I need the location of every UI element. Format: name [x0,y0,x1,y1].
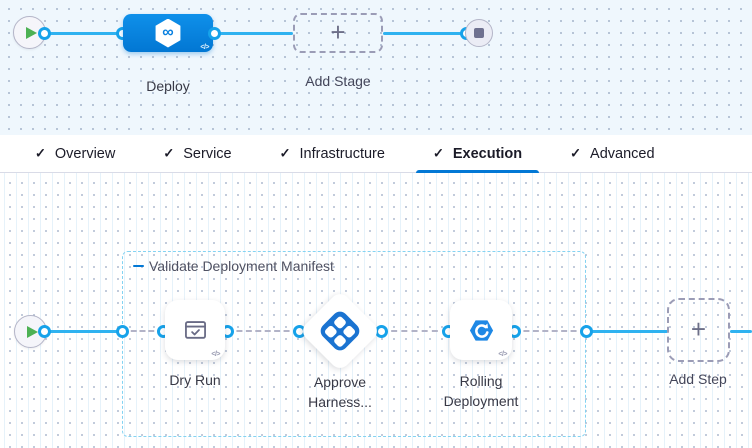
harness-cd-icon: ∞ [155,18,181,48]
plus-icon: + [690,314,707,344]
tab-advanced[interactable]: ✓ Advanced [570,135,654,172]
step-label: Dry Run [169,372,221,388]
check-icon: ✓ [432,145,444,160]
tab-infrastructure[interactable]: ✓ Infrastructure [280,135,385,172]
tab-label: Infrastructure [299,145,385,162]
check-icon: ✓ [570,145,582,160]
code-icon: </> [200,44,209,51]
check-icon: ✓ [279,145,291,160]
connector-port[interactable] [207,26,221,40]
tab-service[interactable]: ✓ Service [163,135,231,172]
stage-label: Deploy [146,78,190,94]
add-step-button[interactable]: + [667,298,730,362]
connector-line-dashed [381,330,448,332]
step-node-dry-run[interactable]: </> [165,300,225,360]
connector-port[interactable] [115,324,129,338]
connector-line [44,330,122,333]
add-step-label: Add Step [669,371,727,387]
tab-execution[interactable]: ✓ Execution [415,135,540,173]
stage-config-tabs: ✓ Overview ✓ Service ✓ Infrastructure ✓ … [0,135,752,173]
tab-label: Advanced [590,145,655,162]
infinity-glyph: ∞ [162,24,174,41]
check-icon: ✓ [163,145,175,160]
tab-overview[interactable]: ✓ Overview [35,135,115,172]
check-icon: ✓ [35,145,46,160]
step-node-rolling-deployment[interactable]: </> [450,300,512,360]
add-stage-button[interactable]: + [293,13,383,53]
code-icon: </> [498,351,507,358]
stage-canvas: ∞ </> + Deploy Add Stage [0,0,752,135]
tab-label: Service [183,145,232,162]
stage-node-deploy[interactable]: ∞ </> [123,14,213,52]
plus-icon: + [330,17,346,47]
step-label: Approve Harness... [308,374,372,410]
dry-run-icon [184,320,206,339]
collapse-icon [133,264,144,268]
connector-line [44,31,122,35]
rolling-deployment-icon [469,319,493,341]
step-group-header[interactable]: Validate Deployment Manifest [133,258,334,274]
step-group-title: Validate Deployment Manifest [149,258,334,274]
connector-port[interactable] [37,26,51,40]
connector-line [214,31,293,35]
approval-icon [317,308,363,354]
pipeline-end-node [465,19,493,47]
tab-label: Overview [54,145,116,162]
tab-label: Execution [452,145,523,162]
step-group-container [122,251,586,437]
add-stage-label: Add Stage [305,73,371,89]
connector-port[interactable] [37,324,51,338]
code-icon: </> [211,351,220,358]
connector-line [383,31,466,35]
connector-line-dashed [514,330,586,332]
connector-port[interactable] [579,324,593,338]
connector-line-dashed [227,330,299,332]
connector-line [730,330,752,333]
stop-icon [474,28,484,38]
execution-canvas: Validate Deployment Manifest [0,173,752,448]
step-label: Rolling Deployment [443,373,519,409]
connector-line-dashed [122,330,163,332]
play-icon [27,325,38,338]
play-icon [26,26,37,39]
connector-line [586,330,668,333]
